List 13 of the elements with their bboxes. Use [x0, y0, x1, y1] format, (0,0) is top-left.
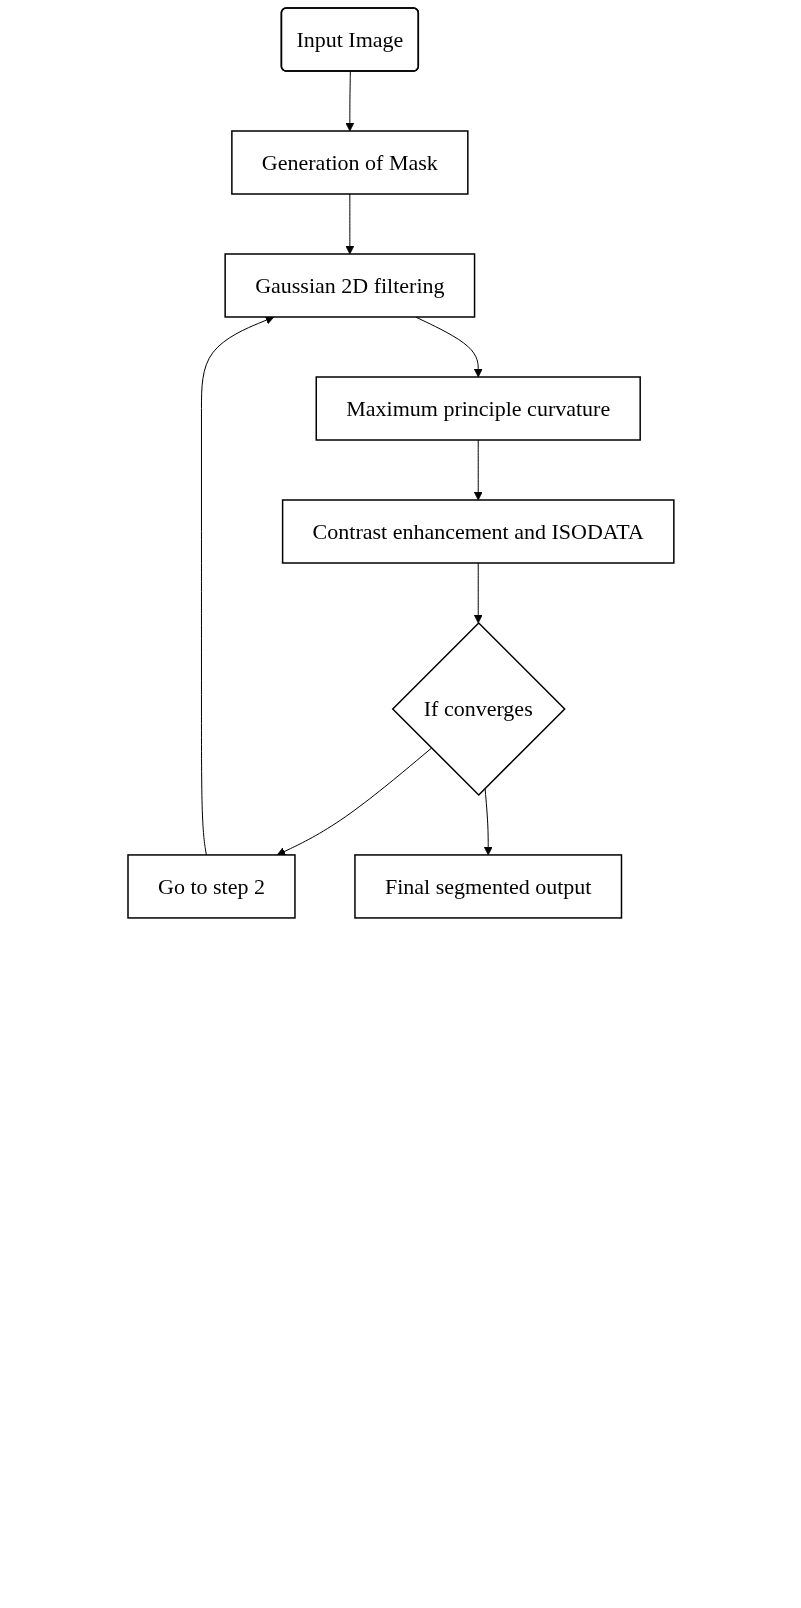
node-box: Contrast enhancement and ISODATA [281, 499, 675, 564]
arrow [473, 562, 483, 624]
node-box: Generation of Mask [230, 130, 469, 195]
arrow [345, 71, 354, 132]
node-box: Final segmented output [353, 854, 622, 919]
arrow [483, 787, 493, 856]
arrow [276, 747, 432, 856]
arrow [345, 193, 354, 255]
node-box: Go to step 2 [126, 854, 296, 919]
arrow [473, 439, 483, 501]
node-diamond: If converges [391, 621, 566, 796]
node-box: Gaussian 2D filtering [223, 253, 475, 318]
node-box: Maximum principle curvature [315, 376, 641, 441]
